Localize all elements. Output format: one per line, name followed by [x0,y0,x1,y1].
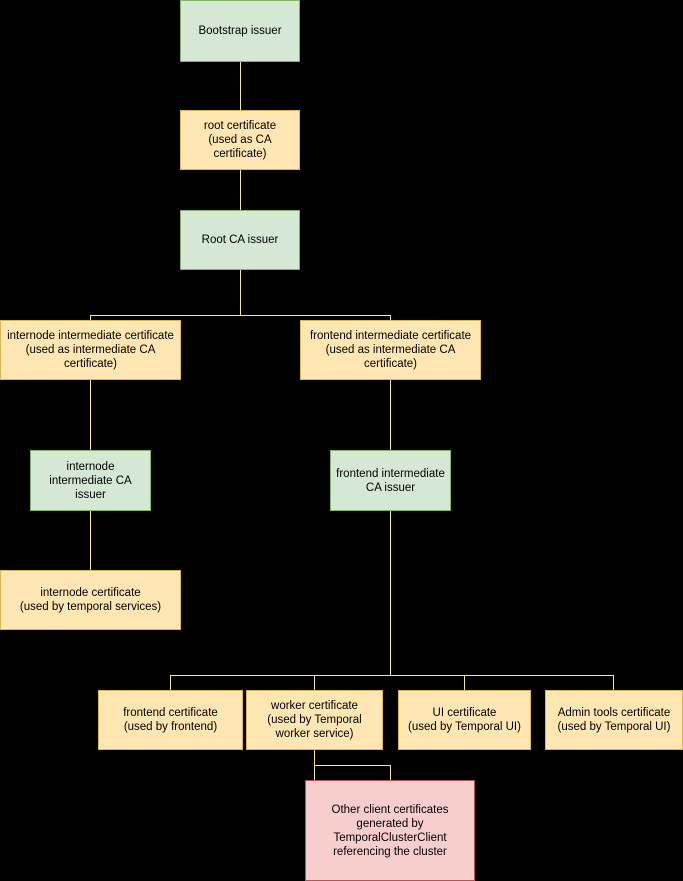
frontend-intermediate-certificate[interactable]: frontend intermediate certificate (used … [300,320,481,380]
edge-root-cert-to-root-ca-issuer [240,170,241,210]
ui-certificate[interactable]: UI certificate (used by Temporal UI) [398,690,531,750]
edge-frontend-issuer-to-admin-cert [464,675,614,676]
admin-tools-certificate-label: Admin tools certificate (used by Tempora… [557,707,671,733]
edge-internode-intermediate-to-issuer [90,380,91,450]
edge-root-ca-to-frontend-intermediate [390,315,391,320]
bootstrap-issuer-label: Bootstrap issuer [198,25,282,37]
edge-root-ca-to-internode-intermediate [90,315,91,320]
edge-frontend-issuer-to-worker-cert [314,675,315,690]
frontend-intermediate-certificate-label: frontend intermediate certificate (used … [309,330,472,370]
edge-frontend-issuer-to-frontend-cert [170,675,391,676]
edge-worker-cert-to-other-clients [314,765,390,766]
edge-root-ca-to-frontend-intermediate [240,315,391,316]
internode-certificate-label: internode certificate (used by temporal … [19,587,162,613]
admin-tools-certificate[interactable]: Admin tools certificate (used by Tempora… [545,690,683,750]
edge-internode-issuer-to-internode-cert [90,511,91,570]
worker-certificate-label: worker certificate (used by Temporal wor… [267,700,362,740]
other-client-certificates[interactable]: Other client certificates generated by T… [305,780,475,881]
edge-frontend-issuer-to-ui-cert [390,675,465,676]
frontend-certificate-label: frontend certificate (used by frontend) [123,707,218,733]
edge-frontend-issuer-to-frontend-cert [390,511,391,675]
internode-intermediate-certificate[interactable]: internode intermediate certificate (used… [0,320,181,380]
edge-frontend-intermediate-to-issuer [390,380,391,450]
internode-intermediate-ca-issuer[interactable]: internode intermediate CA issuer [30,450,151,511]
root-ca-issuer-label: Root CA issuer [201,234,279,246]
worker-certificate[interactable]: worker certificate (used by Temporal wor… [246,690,383,750]
internode-intermediate-ca-issuer-label: internode intermediate CA issuer [49,460,132,501]
edge-bootstrap-to-root-cert [240,62,241,110]
other-client-certificates-label: Other client certificates generated by T… [331,803,449,858]
internode-certificate[interactable]: internode certificate (used by temporal … [0,570,181,630]
ui-certificate-label: UI certificate (used by Temporal UI) [408,707,521,733]
edge-worker-cert-to-other-clients [390,765,391,780]
frontend-intermediate-ca-issuer-label: frontend intermediate CA issuer [336,467,445,494]
edge-frontend-issuer-to-admin-cert [613,675,614,690]
root-certificate-label: root certificate (used as CA certificate… [203,120,277,160]
edge-frontend-issuer-to-ui-cert [464,675,465,690]
edge-root-ca-to-internode-intermediate [240,270,241,315]
root-certificate[interactable]: root certificate (used as CA certificate… [180,110,300,170]
edge-frontend-issuer-to-frontend-cert [170,675,171,690]
root-ca-issuer[interactable]: Root CA issuer [180,210,300,270]
internode-intermediate-certificate-label: internode intermediate certificate (used… [7,330,174,370]
bootstrap-issuer[interactable]: Bootstrap issuer [180,0,300,62]
edge-root-ca-to-internode-intermediate [90,315,241,316]
frontend-intermediate-ca-issuer[interactable]: frontend intermediate CA issuer [330,450,451,511]
frontend-certificate[interactable]: frontend certificate (used by frontend) [98,690,243,750]
